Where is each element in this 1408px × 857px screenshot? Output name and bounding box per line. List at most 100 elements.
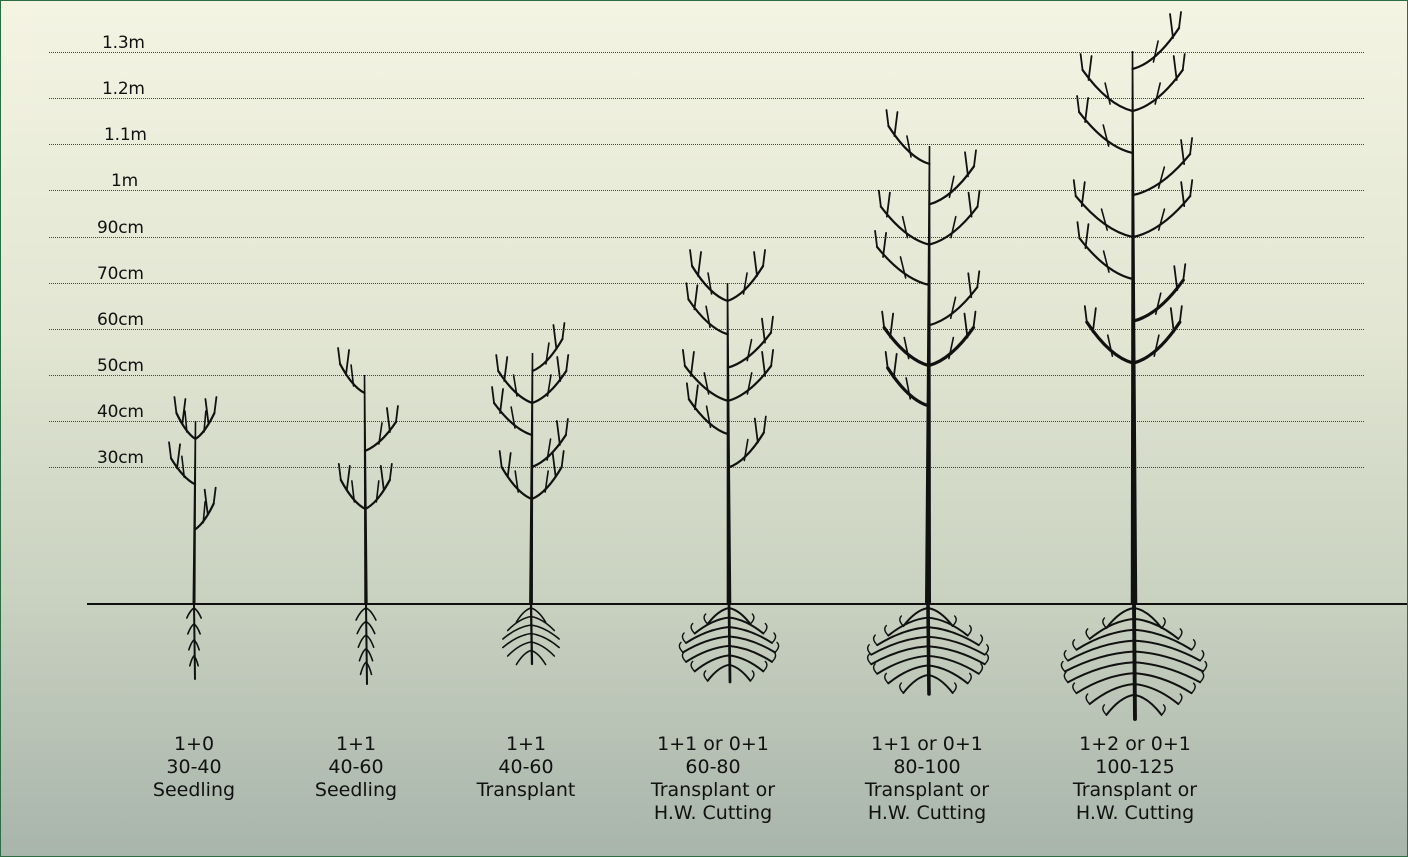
- tree-trunk: [364, 375, 368, 604]
- plant-caption-4: 1+1 or 0+1 60-80 Transplant or H.W. Cutt…: [623, 733, 803, 825]
- tree-root: [361, 662, 367, 674]
- plant-age: 1+1: [266, 733, 446, 756]
- tree-root: [1134, 684, 1178, 704]
- tree-root: [729, 636, 775, 652]
- tree-twig: [1155, 83, 1160, 104]
- tree-rootlet: [868, 645, 872, 655]
- plant-size: 40-60: [436, 756, 616, 779]
- plant-type: Seedling: [104, 779, 284, 802]
- tree-twig: [747, 340, 751, 361]
- tree-twig: [904, 338, 908, 359]
- tree-2: [338, 348, 398, 684]
- tree-rootlet: [1103, 705, 1107, 715]
- tree-rootlet: [968, 673, 972, 683]
- tree-rootlet: [682, 633, 686, 643]
- tree-trunk: [1131, 51, 1138, 604]
- plant-age: 1+2 or 0+1: [1045, 733, 1225, 756]
- tree-rootlet: [1178, 694, 1182, 704]
- plant-size: 100-125: [1045, 756, 1225, 779]
- tree-rootlet: [682, 652, 686, 662]
- tree-twig: [1156, 293, 1161, 314]
- tree-trunk: [529, 353, 533, 604]
- tree-rootlet: [874, 635, 878, 645]
- tree-twig: [744, 273, 748, 294]
- tree-rootlet: [772, 633, 776, 643]
- tree-rootlet: [1064, 672, 1068, 682]
- tree-trunk: [727, 283, 732, 604]
- tree-taproot: [729, 604, 730, 682]
- tree-root: [1076, 673, 1134, 693]
- tree-root: [358, 635, 366, 647]
- tree-rootlet: [1064, 651, 1068, 661]
- tree-root: [366, 608, 376, 620]
- tree-twig: [949, 338, 953, 359]
- tree-twig: [1153, 41, 1158, 62]
- tree-root: [729, 646, 772, 662]
- tree-root: [928, 675, 953, 693]
- tree-rootlet: [1178, 629, 1182, 639]
- tree-twig: [951, 217, 956, 238]
- tree-twig: [704, 373, 708, 394]
- tree-root: [888, 665, 928, 683]
- tree-twig: [1102, 209, 1108, 230]
- tree-root: [1106, 695, 1134, 715]
- tree-root: [356, 608, 366, 620]
- tree-twig: [906, 378, 910, 399]
- plant-caption-5: 1+1 or 0+1 80-100 Transplant or H.W. Cut…: [837, 733, 1017, 825]
- tree-rootlet: [953, 616, 957, 626]
- tree-twig: [951, 297, 956, 318]
- tree-twig: [1104, 251, 1109, 272]
- tree-rootlet: [1086, 694, 1090, 704]
- tree-rootlet: [1086, 629, 1090, 639]
- tree-rootlet: [772, 652, 776, 662]
- tree-twig: [1103, 125, 1108, 146]
- tree-twig: [907, 136, 911, 157]
- tree-rootlet: [1103, 618, 1107, 628]
- tree-twig: [1154, 335, 1159, 356]
- tree-5: [868, 110, 989, 694]
- tree-twig: [706, 306, 710, 327]
- plant-type: Transplant or: [837, 779, 1017, 802]
- tree-rootlet: [900, 616, 904, 626]
- tree-root: [531, 642, 554, 656]
- plant-caption-3: 1+1 40-60 Transplant: [436, 733, 616, 802]
- plant-caption-2: 1+1 40-60 Seedling: [266, 733, 446, 802]
- tree-twig: [1159, 209, 1165, 230]
- plant-size: 30-40: [104, 756, 284, 779]
- tree-root: [695, 655, 729, 671]
- tree-root: [1090, 684, 1134, 704]
- tree-rootlet: [1061, 661, 1065, 671]
- tree-trunk: [925, 146, 931, 604]
- tree-twig: [707, 406, 711, 427]
- plant-size: 40-60: [266, 756, 446, 779]
- tree-4: [679, 250, 778, 682]
- tree-rootlet: [763, 661, 767, 671]
- tree-3: [492, 323, 568, 665]
- tree-rootlet: [968, 626, 972, 636]
- tree-rootlet: [1073, 683, 1077, 693]
- tree-root: [359, 649, 366, 661]
- tree-root: [531, 625, 559, 639]
- plant-age: 1+1 or 0+1: [623, 733, 803, 756]
- tree-twig: [949, 176, 953, 197]
- tree-rootlet: [1200, 672, 1204, 682]
- tree-root: [683, 636, 729, 652]
- tree-root: [729, 608, 750, 624]
- tree-root: [729, 655, 763, 671]
- tree-root: [708, 665, 729, 681]
- tree-root: [516, 651, 531, 665]
- tree-twig: [875, 231, 886, 257]
- tree-root: [357, 622, 366, 634]
- tree-root: [903, 675, 928, 693]
- tree-rootlet: [763, 623, 767, 633]
- plant-age: 1+1: [436, 733, 616, 756]
- tree-rootlet: [874, 664, 878, 674]
- tree-rootlet: [900, 683, 904, 693]
- tree-root: [708, 608, 729, 624]
- plant-type: H.W. Cutting: [1045, 802, 1225, 825]
- tree-root: [686, 646, 729, 662]
- plant-size: 60-80: [623, 756, 803, 779]
- tree-rootlet: [1162, 705, 1166, 715]
- plant-caption-1: 1+0 30-40 Seedling: [104, 733, 284, 802]
